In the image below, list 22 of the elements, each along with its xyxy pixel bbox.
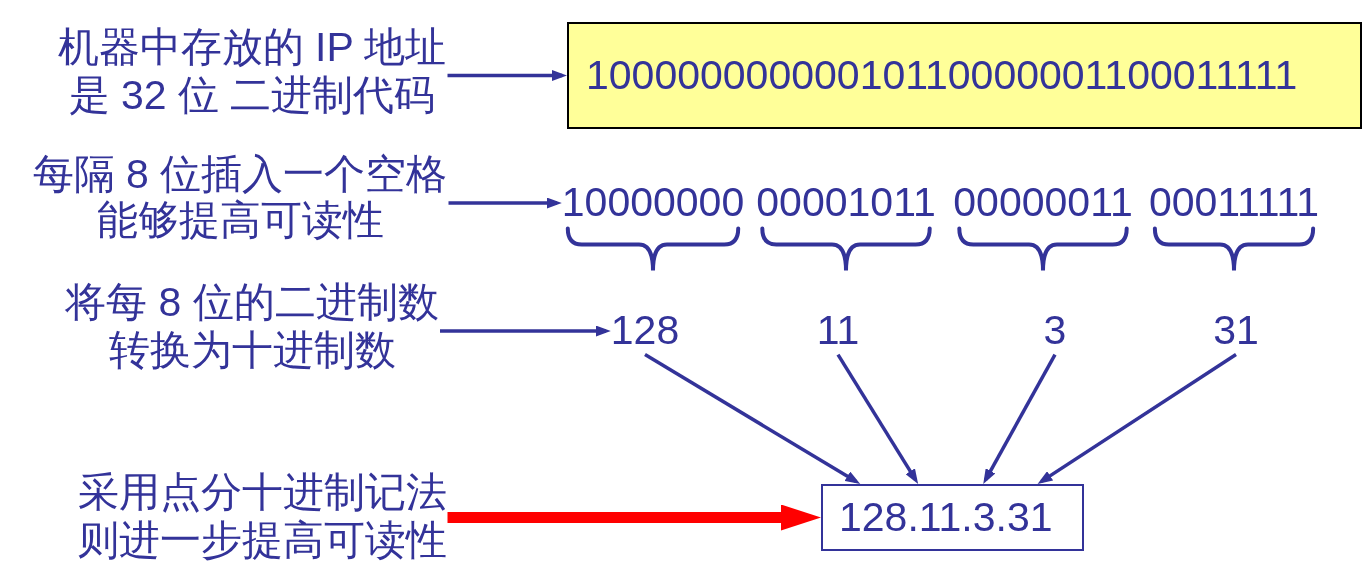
arrow [440,325,611,337]
description-text: 将每 8 位的二进制数转换为十进制数 [64,278,440,374]
arrow [1037,353,1237,484]
binary-address-box: 10000000000010110000001100011111 [567,22,1362,129]
binary-octet: 10000000 [561,179,745,227]
binary-octet: 00001011 [756,179,936,227]
arrow [836,353,919,484]
description-text: 机器中存放的 IP 地址是 32 位 二进制代码 [56,23,448,119]
decimal-number: 11 [816,307,860,355]
decimal-number: 31 [1213,307,1259,355]
decimal-number: 3 [1043,307,1067,355]
dotted-decimal-box: 128.11.3.31 [821,484,1084,551]
arrow [447,70,567,81]
decimal-number: 128 [610,307,680,355]
arrow [983,353,1057,484]
description-text: 每隔 8 位插入一个空格能够提高可读性 [31,151,449,243]
arrow [447,504,821,531]
arrow [644,353,861,484]
arrow [448,197,562,209]
binary-octet: 00000011 [953,179,1133,227]
description-text: 采用点分十进制记法则进一步提高可读性 [76,468,448,564]
binary-octet: 00011111 [1148,179,1320,227]
